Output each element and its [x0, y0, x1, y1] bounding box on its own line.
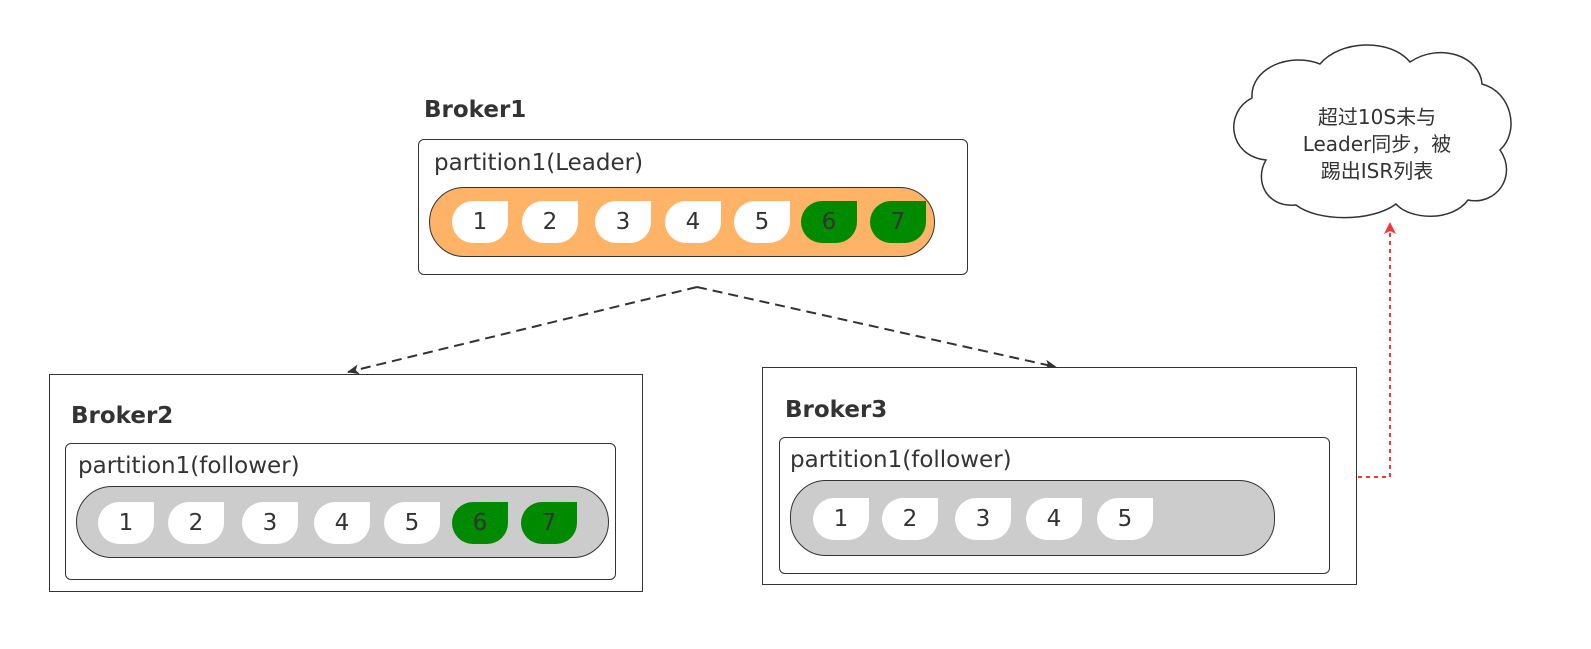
callout-line-2: Leader同步，被	[1302, 132, 1452, 156]
message-1: 1	[813, 498, 869, 540]
follower-log-track: 1 2 3 4 5	[790, 480, 1275, 556]
message-2: 2	[168, 502, 224, 544]
replication-arrow-broker2	[347, 286, 698, 375]
broker2-title: Broker2	[71, 403, 174, 429]
broker3-partition-box: partition1(follower) 1 2 3 4 5	[779, 437, 1330, 574]
callout-line-1: 超过10S未与	[1317, 105, 1437, 129]
partition-label: partition1(follower)	[78, 453, 300, 479]
broker3-title: Broker3	[785, 397, 888, 423]
message-7: 7	[521, 502, 577, 544]
callout-cloud-shape	[1233, 44, 1512, 219]
message-3: 3	[595, 201, 651, 243]
message-6: 6	[801, 201, 857, 243]
partition-label: partition1(follower)	[790, 447, 1012, 473]
message-5: 5	[734, 201, 790, 243]
follower-log-track: 1 2 3 4 5 6 7	[76, 486, 609, 558]
message-2: 2	[882, 498, 938, 540]
callout-text: 超过10S未与 Leader同步，被 踢出ISR列表	[1282, 104, 1472, 185]
broker1-title: Broker1	[424, 97, 527, 123]
message-3: 3	[242, 502, 298, 544]
message-4: 4	[1026, 498, 1082, 540]
eviction-arrow	[1358, 222, 1396, 478]
message-5: 5	[1097, 498, 1153, 540]
message-1: 1	[98, 502, 154, 544]
message-2: 2	[522, 201, 578, 243]
message-5: 5	[384, 502, 440, 544]
replication-arrow-broker3	[696, 286, 1057, 370]
message-1: 1	[452, 201, 508, 243]
message-7: 7	[870, 201, 926, 243]
callout-line-3: 踢出ISR列表	[1320, 159, 1434, 183]
leader-log-track: 1 2 3 4 5 6 7	[429, 187, 935, 257]
message-4: 4	[314, 502, 370, 544]
broker3-box: Broker3 partition1(follower) 1 2 3 4 5	[762, 367, 1357, 585]
message-6: 6	[452, 502, 508, 544]
broker1-partition-box: partition1(Leader) 1 2 3 4 5 6 7	[418, 139, 968, 275]
message-4: 4	[665, 201, 721, 243]
partition-label: partition1(Leader)	[434, 150, 644, 176]
broker2-box: Broker2 partition1(follower) 1 2 3 4 5 6…	[49, 374, 643, 592]
message-3: 3	[955, 498, 1011, 540]
broker2-partition-box: partition1(follower) 1 2 3 4 5 6 7	[65, 443, 616, 580]
